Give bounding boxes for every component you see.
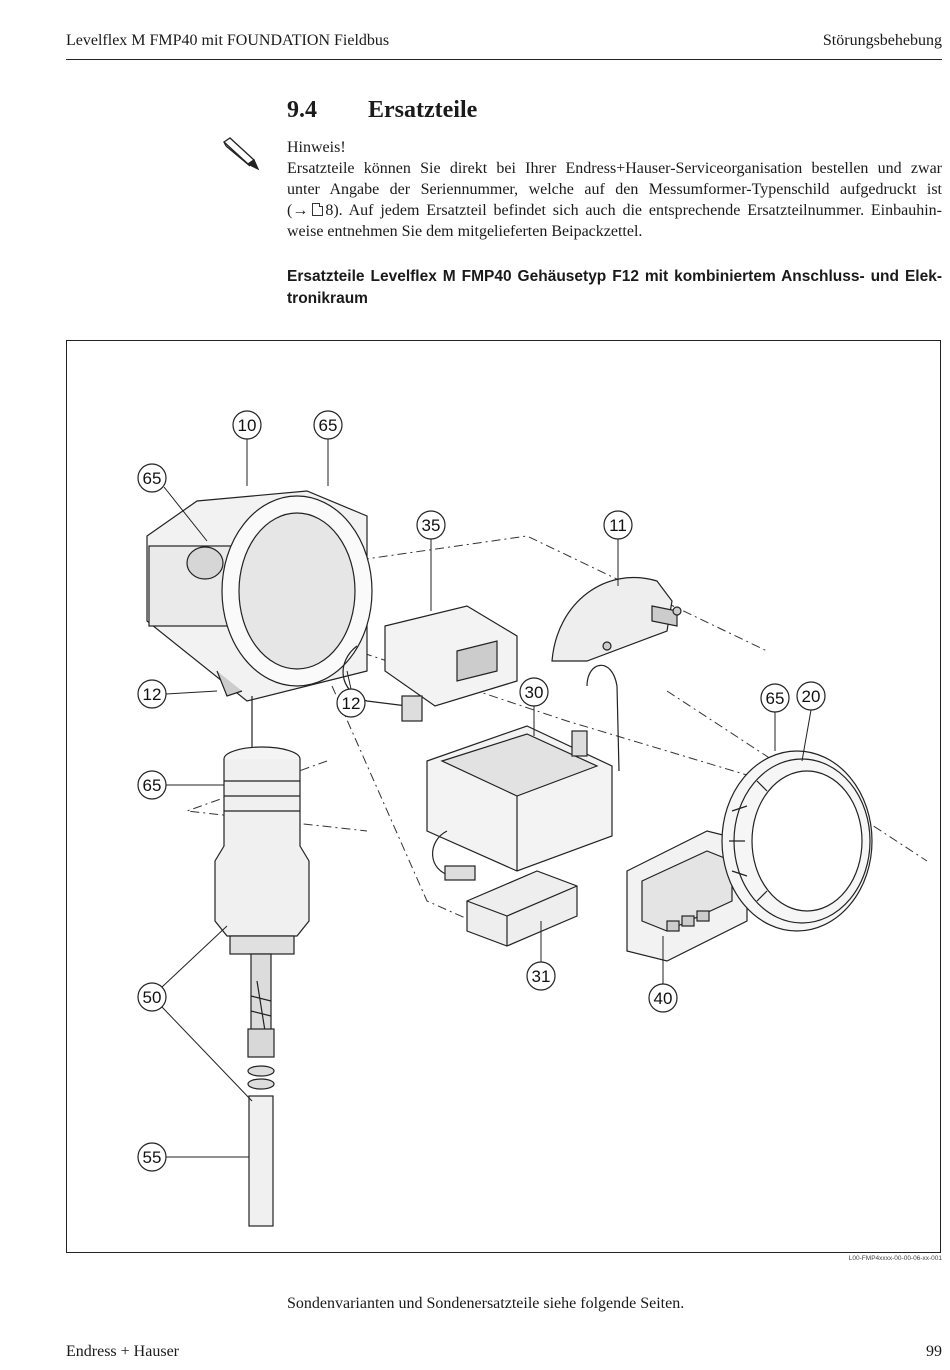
subheading-line: tronikraum <box>287 290 368 307</box>
fieldbus-module-part <box>342 605 518 722</box>
pencil-icon <box>222 137 260 171</box>
callout-number: 35 <box>422 516 441 535</box>
header-rule <box>66 59 942 60</box>
electronics-part <box>426 664 620 881</box>
probe-part <box>214 746 310 1227</box>
section-title: Ersatzteile <box>368 97 478 123</box>
note-line: unter Angabe der Seriennummer, welche au… <box>287 181 942 198</box>
callout-number: 31 <box>532 967 551 986</box>
note-line: weise entnehmen Sie dem mitgelieferten B… <box>287 223 643 240</box>
callout-number: 65 <box>143 776 162 795</box>
footer-publisher: Endress + Hauser <box>66 1343 179 1360</box>
callout-number: 30 <box>525 683 544 702</box>
callout-labels: 10 65 65 35 11 12 12 30 65 20 65 31 40 50 55 <box>143 416 821 1167</box>
page-number: 99 <box>926 1343 942 1360</box>
leader-lines <box>161 439 812 1158</box>
callout-number: 12 <box>342 694 361 713</box>
note-line: (→ 8). Auf jedem Ersatzteil befindet sich… <box>287 200 942 221</box>
section-number: 9.4 <box>287 97 317 123</box>
note-line: Ersatzteile können Sie direkt bei Ihrer … <box>287 160 942 177</box>
terminal-box-part <box>466 870 578 947</box>
document-icon <box>312 203 324 216</box>
note-block: Hinweis! Ersatzteile können Sie direkt b… <box>287 137 942 242</box>
display-part <box>626 830 748 962</box>
callout-number: 12 <box>143 685 162 704</box>
note-ref-prefix: (→ <box>287 202 309 219</box>
closing-text: Sondenvarianten und Sondenersatzteile si… <box>287 1295 685 1312</box>
callout-number: 65 <box>319 416 338 435</box>
callout-65-left <box>137 463 167 493</box>
exploded-view-drawing: 10 65 65 35 11 12 12 30 65 20 65 31 40 50 55 <box>137 410 928 1227</box>
callout-number: 55 <box>143 1148 162 1167</box>
housing-cover-part <box>721 750 873 932</box>
note-ref-text: 8). Auf jedem Ersatzteil befindet sich a… <box>325 202 942 219</box>
figure-code: L00-FMP4xxxx-00-00-06-xx-001 <box>848 1255 942 1262</box>
exploded-view-figure: 10 65 65 35 11 12 12 30 65 20 65 31 40 50 55 <box>66 340 941 1253</box>
callout-number: 50 <box>143 988 162 1007</box>
callout-number: 11 <box>609 516 627 535</box>
subheading: Ersatzteile Levelflex M FMP40 Gehäusetyp… <box>287 266 942 310</box>
subheading-line: Ersatzteile Levelflex M FMP40 Gehäusetyp… <box>287 268 942 285</box>
header-chapter: Störungsbehebung <box>822 32 942 49</box>
callout-number: 65 <box>766 689 785 708</box>
cover-part <box>551 576 682 662</box>
header-title: Levelflex M FMP40 mit FOUNDATION Fieldbu… <box>66 32 390 49</box>
callout-number: 10 <box>238 416 257 435</box>
callout-number: 65 <box>143 469 162 488</box>
callout-50 <box>137 982 167 1012</box>
note-label: Hinweis! <box>287 139 346 156</box>
callout-number: 20 <box>802 687 821 706</box>
callout-number: 40 <box>654 989 673 1008</box>
housing-part <box>146 490 373 751</box>
